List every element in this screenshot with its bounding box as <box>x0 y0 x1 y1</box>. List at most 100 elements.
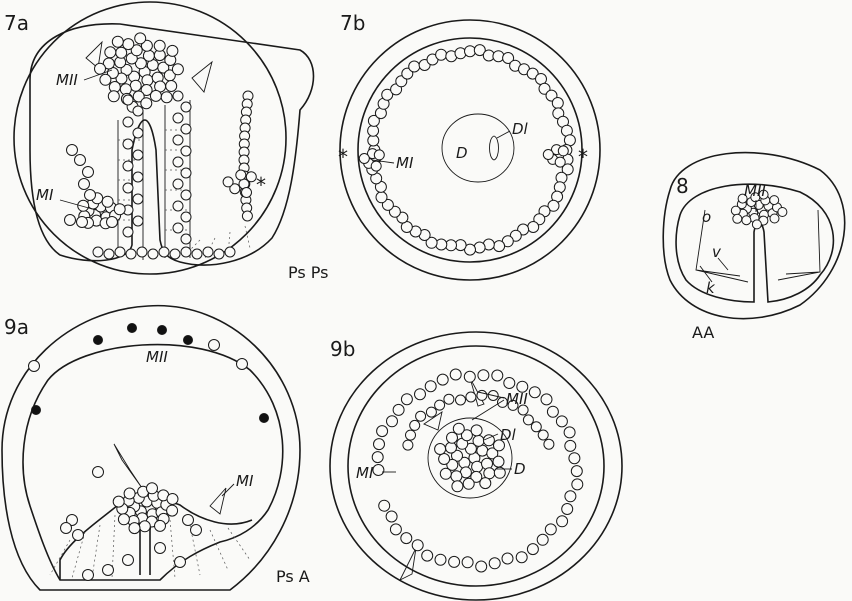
cell <box>494 241 505 252</box>
inner-disc <box>442 114 514 182</box>
cell <box>472 461 483 472</box>
cell <box>214 249 224 259</box>
cell <box>440 468 451 479</box>
cell <box>778 208 787 217</box>
cell <box>123 95 133 105</box>
cell <box>142 75 153 86</box>
cell <box>374 150 384 160</box>
cell <box>466 392 476 402</box>
cell <box>422 550 433 561</box>
cell <box>236 170 246 180</box>
cell <box>373 465 384 476</box>
cell <box>569 453 580 464</box>
cell <box>133 128 143 138</box>
cell <box>123 139 133 149</box>
cell <box>478 370 489 381</box>
cell <box>94 336 103 345</box>
cell <box>452 481 463 492</box>
label-m2: MII <box>146 348 168 366</box>
cell <box>379 500 390 511</box>
cell <box>181 190 191 200</box>
leader-line <box>718 258 728 270</box>
mesenchyme-cells-9b <box>372 369 583 572</box>
cell <box>93 467 104 478</box>
cell <box>166 81 177 92</box>
cell <box>770 214 779 223</box>
cell <box>435 400 445 410</box>
cell <box>462 557 473 568</box>
cell <box>181 146 191 156</box>
cell <box>439 454 450 465</box>
cell <box>79 179 90 190</box>
cell <box>435 554 446 565</box>
cell <box>537 534 548 545</box>
cell <box>571 466 582 477</box>
cell <box>562 504 573 515</box>
cell <box>135 33 146 44</box>
cell <box>147 483 158 494</box>
cell <box>133 150 143 160</box>
cell <box>133 216 143 226</box>
cell <box>123 227 133 237</box>
cell <box>451 471 462 482</box>
cell <box>133 194 143 204</box>
cell <box>752 220 761 229</box>
cell <box>436 239 447 250</box>
cell <box>523 415 533 425</box>
cell <box>492 370 503 381</box>
cell <box>67 145 78 156</box>
figure-9a: 9a MII MI Ps A <box>2 306 310 590</box>
cell <box>83 167 94 178</box>
cell <box>552 98 563 109</box>
cell <box>83 570 94 581</box>
cell <box>480 478 491 489</box>
label-d: D <box>514 460 526 478</box>
cell <box>390 524 401 535</box>
cell <box>148 249 158 259</box>
cell <box>242 188 252 198</box>
figure-9b: 9b MII Dl D MI <box>330 332 622 600</box>
cell <box>141 98 152 109</box>
cell <box>387 416 398 427</box>
cell <box>449 556 460 567</box>
mesenchyme-cells-7a <box>65 33 257 259</box>
star-marker: * <box>256 173 266 197</box>
cell <box>437 374 448 385</box>
cell <box>167 494 178 505</box>
cell <box>465 46 476 57</box>
label-m2: MII <box>744 182 766 200</box>
cell <box>183 515 194 526</box>
cell <box>123 183 133 193</box>
cell <box>167 45 178 56</box>
cell <box>237 359 248 370</box>
cell <box>223 177 233 187</box>
cell <box>493 456 504 467</box>
cell <box>527 544 538 555</box>
cell <box>158 326 167 335</box>
label-o: o <box>702 208 711 226</box>
figure-number: 9b <box>330 337 355 361</box>
cell <box>541 394 552 405</box>
cell <box>733 214 742 223</box>
cell <box>401 533 412 544</box>
cell <box>489 558 500 569</box>
cell <box>425 381 436 392</box>
figure-caption: Ps A <box>276 567 310 586</box>
cell <box>376 192 387 203</box>
cell <box>191 525 202 536</box>
cell <box>435 444 446 455</box>
cell <box>450 369 461 380</box>
cell <box>173 179 183 189</box>
cell <box>377 426 388 437</box>
cell <box>555 157 565 167</box>
cell <box>538 430 548 440</box>
cell <box>123 161 133 171</box>
figure-8: 8 MII o v k AA <box>663 153 844 342</box>
cell <box>107 217 118 228</box>
cell <box>112 36 123 47</box>
cell <box>446 442 457 453</box>
cell <box>528 222 539 233</box>
cell <box>544 439 554 449</box>
cell <box>529 387 540 398</box>
cell <box>565 440 576 451</box>
